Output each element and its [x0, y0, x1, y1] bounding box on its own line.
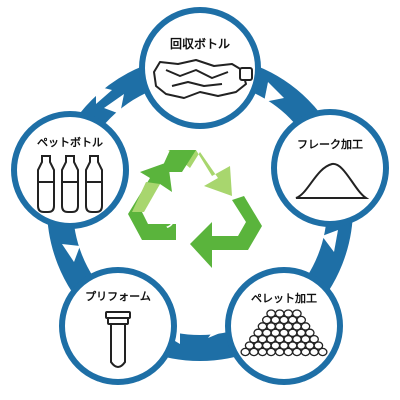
pellet: [296, 315, 307, 325]
pellet: [266, 309, 276, 318]
center-title-line2: プラスチック: [164, 215, 236, 230]
pellet: [292, 309, 302, 318]
pet-bottles-icon: [37, 155, 103, 213]
pellet: [317, 347, 328, 357]
stage-label: ペットボトル: [37, 135, 103, 149]
ring-arrow-icon: [322, 230, 338, 252]
pellet-stack-icon: [240, 309, 328, 357]
stage-label: 回収ボトル: [170, 36, 230, 51]
stage-flake-processing: フレーク加工: [271, 109, 389, 227]
pellet: [274, 309, 285, 318]
pellet: [313, 341, 324, 350]
stage-label: フレーク加工: [297, 137, 363, 151]
pellet: [283, 309, 294, 318]
ring-arrow-icon: [104, 94, 124, 114]
ring-arrow-icon: [264, 82, 284, 102]
stage-preform: プリフォーム: [59, 267, 177, 385]
center-title-line1: リサイクル: [170, 201, 229, 215]
pellet: [300, 322, 311, 331]
recycle-symbol-icon: [128, 150, 262, 268]
preform-tube-icon: [105, 311, 131, 368]
crushed-bottle-icon: [153, 59, 253, 99]
pellet: [304, 328, 315, 338]
stage-label: プリフォーム: [85, 289, 151, 303]
stage-label: ペレット加工: [251, 291, 317, 305]
stage-collected-bottle: 回収ボトル: [139, 7, 261, 129]
flake-pile-icon: [295, 163, 370, 199]
ring-arrow-icon: [62, 244, 80, 262]
pellet: [309, 334, 319, 344]
stage-pellet-processing: ペレット加工: [225, 267, 343, 385]
ring-arrow-icon: [96, 86, 112, 104]
stage-pet-bottles: ペットボトル: [11, 111, 129, 229]
